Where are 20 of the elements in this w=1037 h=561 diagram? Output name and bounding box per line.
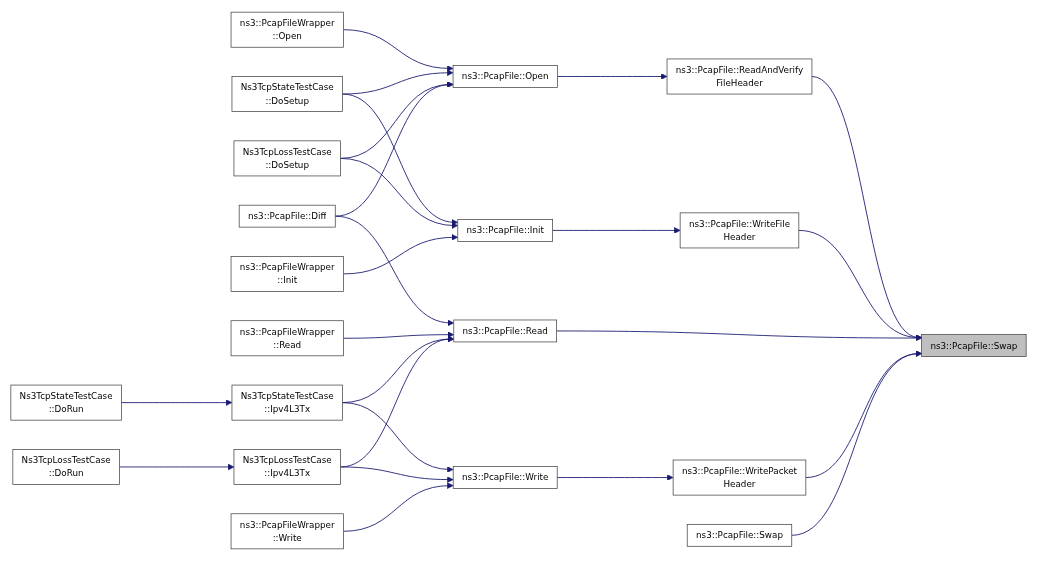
node-box: ns3::PcapFileWrapper ::Init <box>230 256 344 292</box>
node-box: ns3::PcapFile::Init <box>457 219 553 242</box>
node-box: Ns3TcpStateTestCase ::DoRun <box>10 384 122 421</box>
node-box: Ns3TcpLossTestCase ::Ipv4L3Tx <box>233 449 341 485</box>
node-box: ns3::PcapFile::Diff <box>238 204 336 228</box>
node-box: ns3::PcapFile::Swap <box>921 334 1027 357</box>
node-box: ns3::PcapFileWrapper ::Open <box>230 11 344 48</box>
node-box: Ns3TcpStateTestCase ::Ipv4L3Tx <box>231 384 343 421</box>
node-box: ns3::PcapFileWrapper ::Write <box>230 513 344 550</box>
node-box: ns3::PcapFileWrapper ::Read <box>230 320 344 357</box>
node-box: Ns3TcpLossTestCase ::DoRun <box>12 449 120 485</box>
node-box: ns3::PcapFile::Swap <box>686 524 793 547</box>
node-box: Ns3TcpStateTestCase ::DoSetup <box>231 76 343 112</box>
node-box: ns3::PcapFile::WritePacket Header <box>672 459 807 496</box>
node-box: ns3::PcapFile::WriteFile Header <box>679 212 800 249</box>
node-box: ns3::PcapFile::Write <box>452 466 558 489</box>
node-box: ns3::PcapFile::ReadAndVerify FileHeader <box>666 58 813 95</box>
node-box: ns3::PcapFile::Read <box>453 319 557 343</box>
node-box: Ns3TcpLossTestCase ::DoSetup <box>233 140 341 177</box>
node-box: ns3::PcapFile::Open <box>452 65 558 88</box>
